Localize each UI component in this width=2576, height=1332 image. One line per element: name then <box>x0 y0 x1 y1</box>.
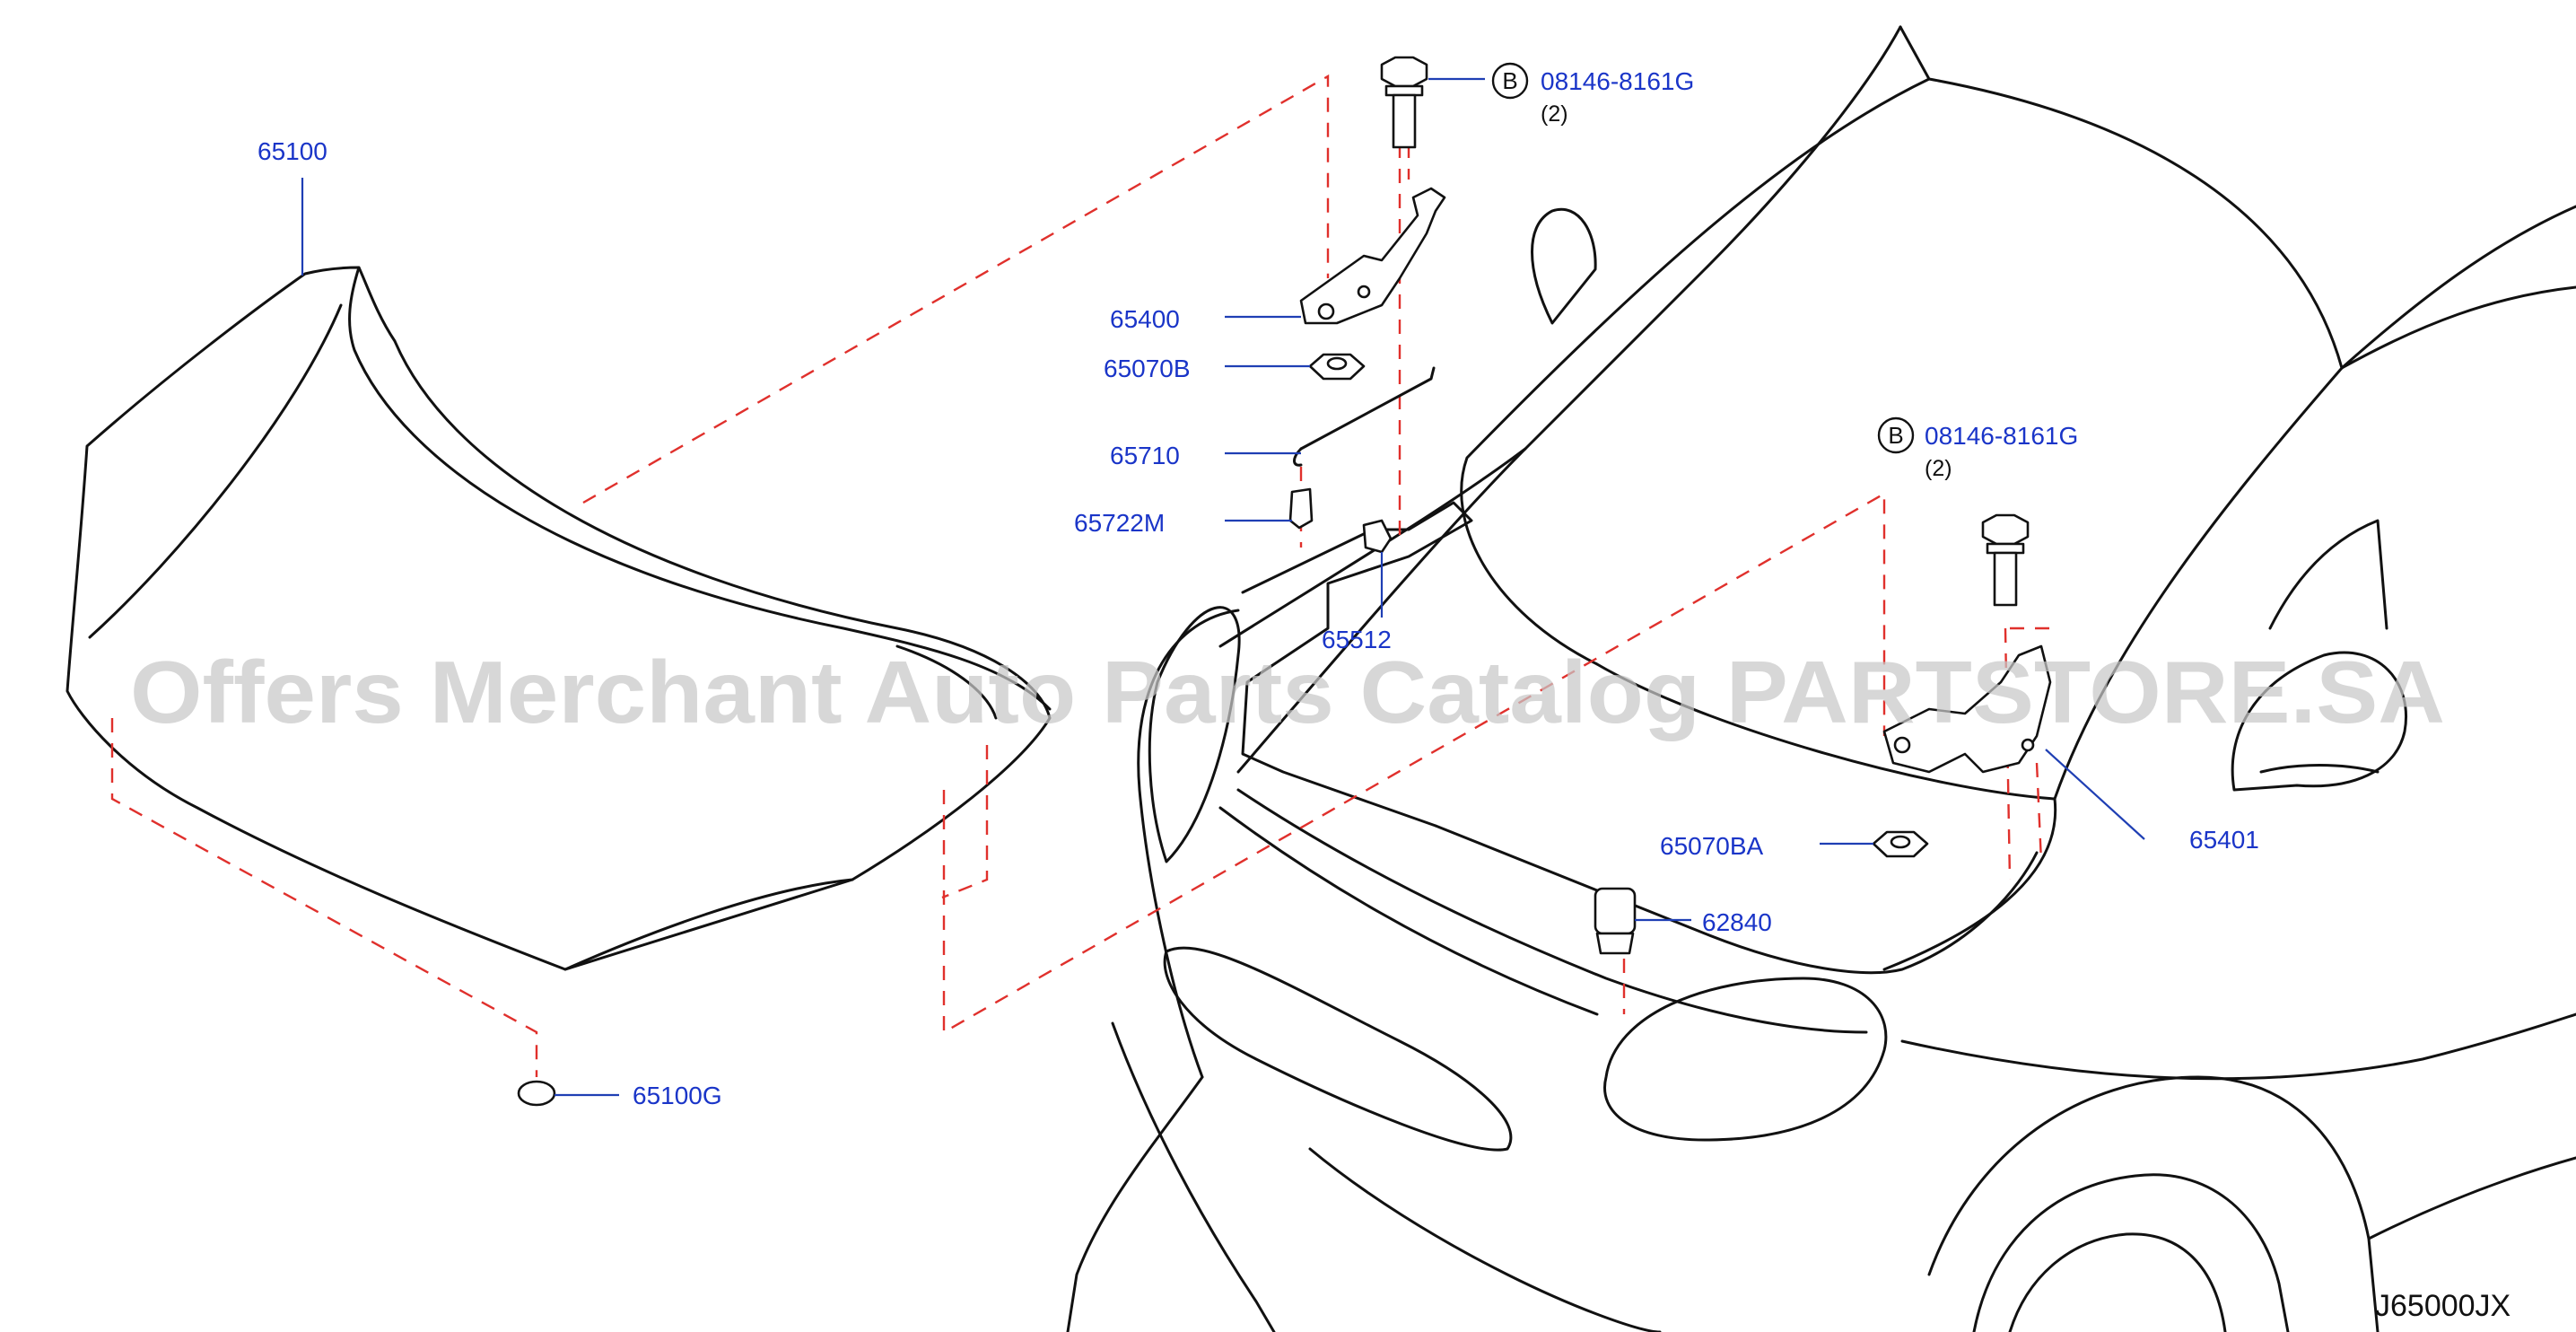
diagram-code: J65000JX <box>2375 1289 2511 1323</box>
bolt-marker-lower: B <box>1888 422 1903 449</box>
bolt-part-number-lower[interactable]: 08146-8161G <box>1925 422 2078 450</box>
label-65070B[interactable]: 65070B <box>1104 355 1191 382</box>
label-65710[interactable]: 65710 <box>1110 442 1180 469</box>
clip-65722M <box>1288 487 1314 530</box>
bolt-callout-lower: B 08146-8161G (2) <box>1877 416 2078 481</box>
nut-65070B <box>1308 353 1366 381</box>
label-65400[interactable]: 65400 <box>1110 305 1180 333</box>
leader-lines <box>301 77 2145 1097</box>
bolt-qty-upper: (2) <box>1541 101 1568 127</box>
hood-bumper-65512 <box>1362 519 1393 554</box>
label-65100[interactable]: 65100 <box>258 137 327 165</box>
bolt-08146-8161G-upper <box>1380 56 1428 149</box>
label-65401[interactable]: 65401 <box>2189 826 2259 854</box>
hood-support-rod-65710 <box>1293 366 1436 467</box>
stay-62840 <box>1594 887 1637 955</box>
hood-hinge-65401 <box>1882 644 2052 774</box>
label-62840[interactable]: 62840 <box>1702 908 1772 936</box>
label-65100G[interactable]: 65100G <box>633 1082 722 1109</box>
vehicle-body-outline <box>1066 25 2576 1332</box>
bolt-part-number-upper[interactable]: 08146-8161G <box>1541 67 1694 95</box>
hood-hinge-65400 <box>1299 187 1446 325</box>
label-65722M[interactable]: 65722M <box>1074 509 1165 537</box>
label-65070BA[interactable]: 65070BA <box>1660 832 1764 860</box>
assembly-guide-lines <box>110 74 2055 1077</box>
part-labels: 65100 65100G 65400 65070B 65710 65722M 6… <box>258 137 2259 1109</box>
label-65512[interactable]: 65512 <box>1322 626 1392 653</box>
bolt-callout-upper: B 08146-8161G (2) <box>1491 62 1694 127</box>
watermark-text: Offers Merchant Auto Parts Catalog PARTS… <box>130 643 2445 741</box>
bolt-marker-upper: B <box>1502 67 1517 94</box>
hood-panel <box>65 266 1052 971</box>
hood-seal-65100G <box>517 1080 556 1107</box>
nut-65070BA <box>1872 830 1929 858</box>
bolt-qty-lower: (2) <box>1925 456 1952 481</box>
bolt-08146-8161G-lower <box>1981 513 2030 607</box>
